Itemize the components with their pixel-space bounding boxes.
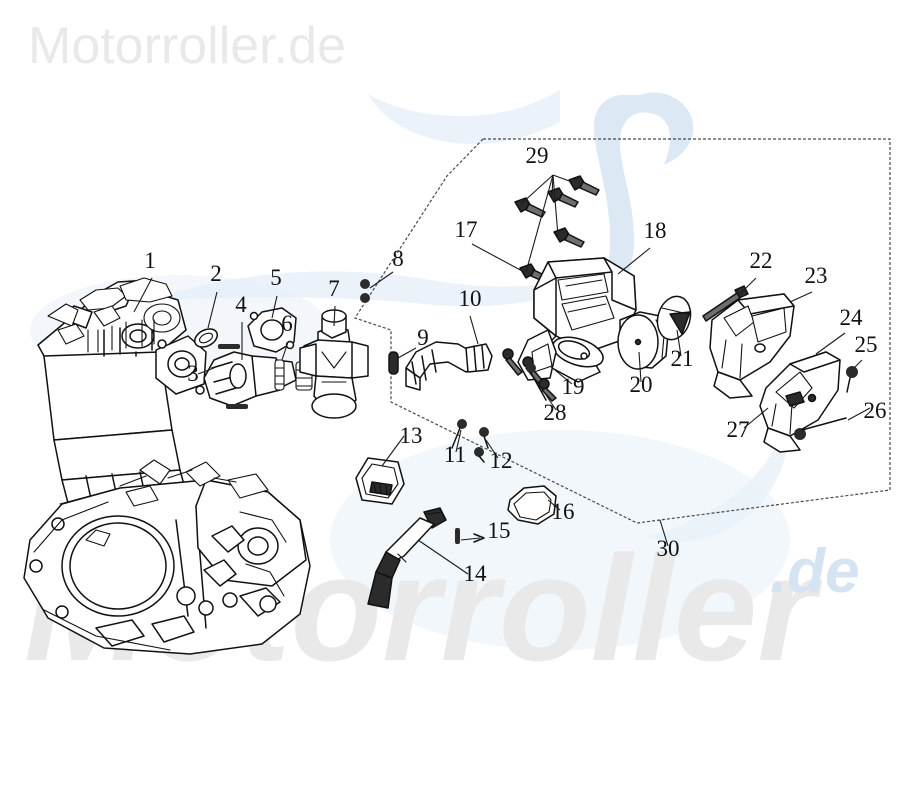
callout-5: 5 [270,265,282,290]
callout-22: 22 [750,248,773,273]
callout-19: 19 [562,374,585,399]
callout-25: 25 [855,332,878,357]
callout-11: 11 [444,442,466,467]
callout-21: 21 [671,346,694,371]
part-10-intake-boot [405,341,493,391]
watermark-top-left: Motorroller.de [28,17,346,75]
engine-assembly [23,277,311,655]
part-24-bracket-right [759,351,841,453]
callout-18: 18 [644,218,667,243]
callout-10: 10 [459,286,482,311]
callout-3: 3 [187,361,199,386]
callout-30: 30 [657,536,680,561]
part-21-cover-clip [656,295,692,341]
callout-20: 20 [630,372,653,397]
part-14-kick-lever [367,507,447,609]
callout-12: 12 [490,448,513,473]
callout-17: 17 [455,217,478,242]
part-29-bolt-set [514,174,600,284]
part-2-oring [194,328,218,348]
part-15-pin [455,528,485,544]
callout-29: 29 [526,143,549,168]
part-26-bolt [794,417,847,440]
callout-16: 16 [552,499,575,524]
callout-1: 1 [144,248,156,273]
callout-15: 15 [488,518,511,543]
callout-numbers: 1 2 3 4 5 6 7 8 9 10 11 12 13 14 15 16 1… [144,143,886,586]
callout-6: 6 [281,311,293,336]
leader-lines [133,243,871,575]
callout-7: 7 [328,276,340,301]
callout-27: 27 [727,417,750,442]
callout-4: 4 [235,292,247,317]
callout-24: 24 [840,305,864,330]
watermark-bottom-suffix: .de [770,537,860,606]
callout-14: 14 [464,561,488,586]
part-12-screws [474,427,489,463]
part-16-gasket [507,485,557,525]
part-5-insulator-flange [247,307,297,353]
part-18-air-filter-housing [517,257,637,383]
part-9-clamp [388,351,399,375]
part-25-bolt [846,366,858,393]
callout-8: 8 [392,246,404,271]
part-28-mount-bolt [526,363,547,401]
part-13-filter-element [355,457,405,505]
callout-26: 26 [864,398,887,423]
callout-28: 28 [544,400,567,425]
group-boundary-polygon [354,138,891,524]
part-20-filter-cap [617,311,669,370]
callout-23: 23 [805,263,828,288]
part-11-screw [451,419,467,449]
callout-9: 9 [417,325,429,350]
part-8-nuts [360,279,370,303]
part-23-bracket-left [709,293,795,399]
callout-2: 2 [210,261,222,286]
callout-13: 13 [400,423,423,448]
